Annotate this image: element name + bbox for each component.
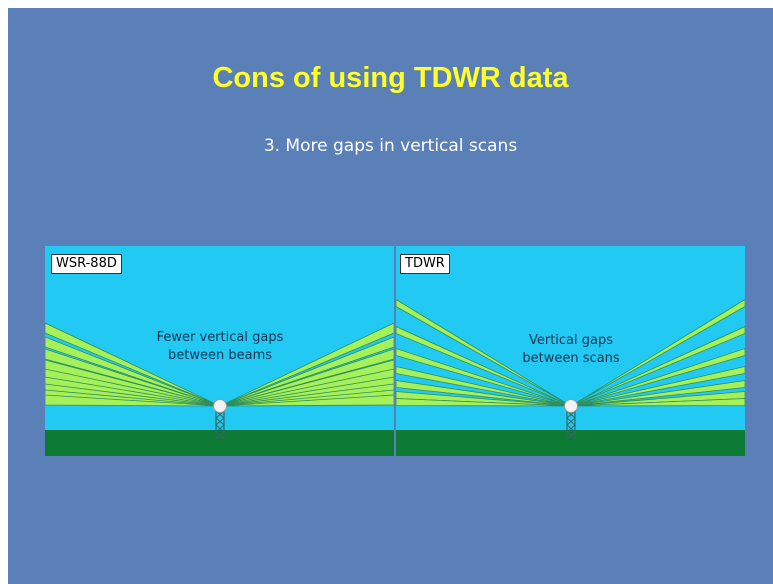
tdwr-beam-left-7 — [396, 398, 572, 407]
wsr88d-beam-left-2 — [45, 336, 221, 407]
wsr88d-beam-right-1 — [219, 322, 394, 407]
wsr88d-beam-right-3 — [219, 348, 394, 407]
tdwr-label: TDWR — [400, 254, 450, 274]
tdwr-beam-right-2 — [570, 326, 745, 407]
wsr88d-annotation: Fewer vertical gaps between beams — [135, 329, 305, 365]
wsr88d-annotation-line2: between beams — [168, 348, 272, 363]
tdwr-beam-right-1 — [570, 299, 745, 407]
tdwr-ground — [396, 430, 745, 456]
wsr88d-beam-left-1 — [45, 322, 221, 407]
wsr88d-radar-dome — [213, 399, 227, 413]
wsr88d-diagram: WSR-88D Fewer vertical gaps between beam… — [45, 246, 394, 456]
wsr88d-beam-left-3 — [45, 348, 221, 407]
tdwr-beam-right-5 — [570, 380, 745, 407]
tdwr-annotation-line1: Vertical gaps — [528, 333, 614, 348]
tdwr-beam-left-2 — [396, 326, 572, 407]
wsr88d-beam-right-9 — [219, 394, 394, 407]
tdwr-beam-left-1 — [396, 299, 572, 407]
tdwr-diagram: TDWR Vertical gaps between scans — [396, 246, 745, 456]
tdwr-radar-tower — [566, 410, 576, 440]
tdwr-scan-illustration — [396, 246, 745, 456]
tdwr-beam-left-4 — [396, 366, 572, 407]
tdwr-beam-left-5 — [396, 380, 572, 407]
wsr88d-ground — [45, 430, 394, 456]
tdwr-radar-dome — [564, 399, 578, 413]
wsr88d-beam-left-9 — [45, 394, 221, 407]
slide-title: Cons of using TDWR data — [212, 62, 569, 94]
wsr88d-annotation-line1: Fewer vertical gaps — [156, 330, 284, 345]
tdwr-beam-right-4 — [570, 366, 745, 407]
wsr88d-beam-right-2 — [219, 336, 394, 407]
tdwr-annotation: Vertical gaps between scans — [486, 332, 656, 368]
tdwr-annotation-line2: between scans — [522, 351, 620, 366]
wsr88d-label: WSR-88D — [51, 254, 122, 274]
slide-subtitle: 3. More gaps in vertical scans — [263, 136, 518, 156]
tdwr-beam-right-3 — [570, 348, 745, 407]
slide: Cons of using TDWR data 3. More gaps in … — [8, 8, 773, 584]
tdwr-beam-left-3 — [396, 348, 572, 407]
tdwr-beam-right-7 — [570, 398, 745, 407]
wsr88d-scan-illustration — [45, 246, 394, 456]
